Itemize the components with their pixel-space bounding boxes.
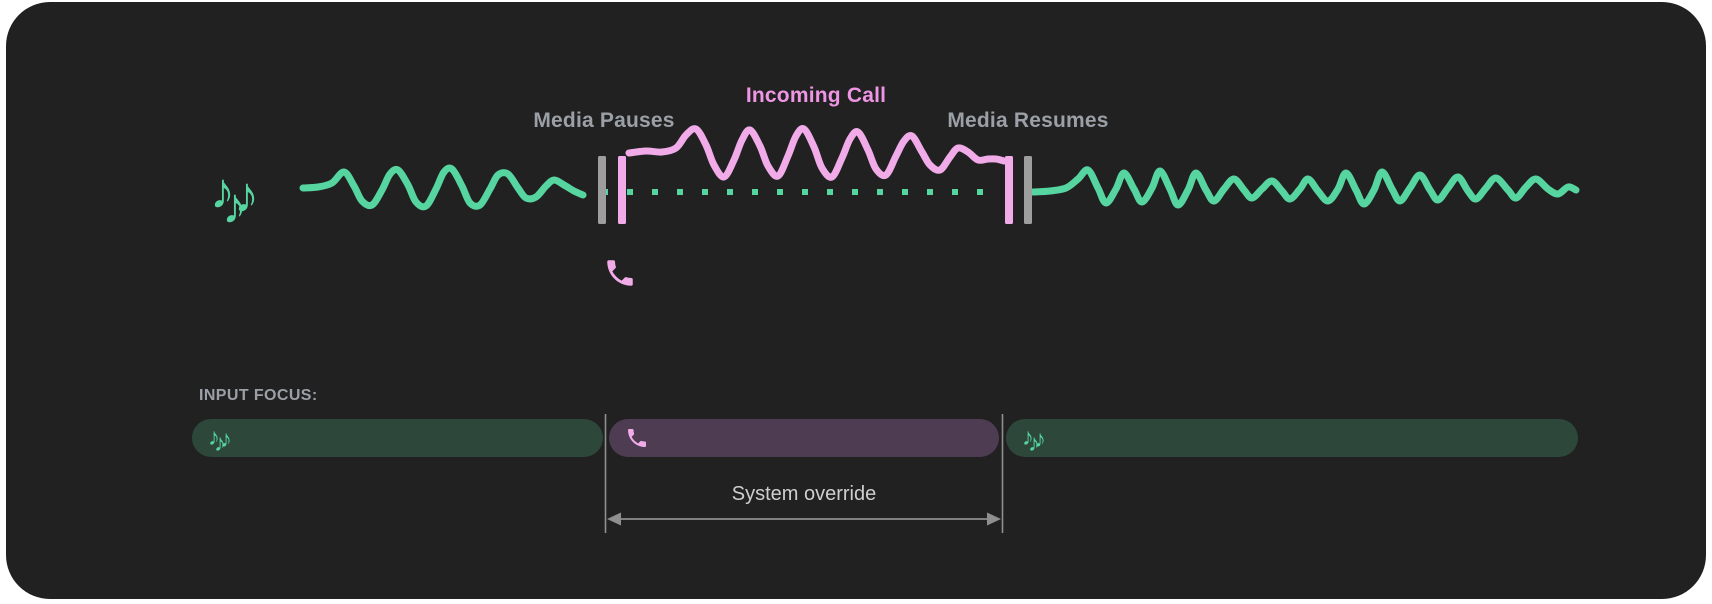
- music-notes-icon: ♪♪♪: [208, 424, 232, 456]
- media-pauses-label: Media Pauses: [533, 109, 675, 132]
- phone-icon: [628, 429, 646, 447]
- music-notes-icon: ♪♪♪: [210, 162, 259, 231]
- music-note-glyph: ♪: [210, 163, 235, 219]
- media-wave-after: [1029, 166, 1580, 209]
- phone-icon-path: [607, 260, 633, 286]
- music-note-glyph: ♪: [220, 426, 232, 453]
- diagram-card: Media Pauses Incoming Call Media Resumes…: [6, 2, 1706, 599]
- music-note-glyph: ♪: [1034, 426, 1046, 453]
- override-arrowhead-left: [607, 512, 621, 526]
- input-focus-label: INPUT FOCUS:: [199, 387, 318, 404]
- media-pause-marker-gray: [598, 156, 606, 224]
- media-focus-segment-2: ♪♪♪: [1006, 419, 1578, 457]
- system-override-label: System override: [731, 483, 877, 505]
- media-wave-before: [299, 164, 587, 211]
- incoming-call-wave: [625, 125, 1008, 181]
- music-note-glyph: ♪: [214, 430, 226, 457]
- media-pause-marker-pink: [618, 156, 626, 224]
- call-focus-segment: [609, 419, 999, 457]
- override-arrowhead-right: [987, 512, 1001, 526]
- music-note-glyph: ♪: [1022, 424, 1034, 451]
- media-focus-segment-1: ♪♪♪: [192, 419, 603, 457]
- music-notes-icon: ♪♪♪: [1022, 424, 1046, 456]
- media-resumes-label: Media Resumes: [947, 109, 1109, 132]
- media-resume-marker-pink: [1005, 156, 1013, 224]
- phone-icon: [607, 260, 633, 286]
- media-resume-marker-gray: [1024, 156, 1032, 224]
- music-note-glyph: ♪: [1028, 430, 1040, 457]
- music-note-glyph: ♪: [208, 424, 220, 451]
- music-note-glyph: ♪: [234, 167, 259, 223]
- music-note-glyph: ♪: [222, 178, 247, 234]
- waveform-diagram: [299, 125, 1580, 533]
- incoming-call-label: Incoming Call: [745, 84, 887, 107]
- phone-icon-path: [628, 429, 646, 447]
